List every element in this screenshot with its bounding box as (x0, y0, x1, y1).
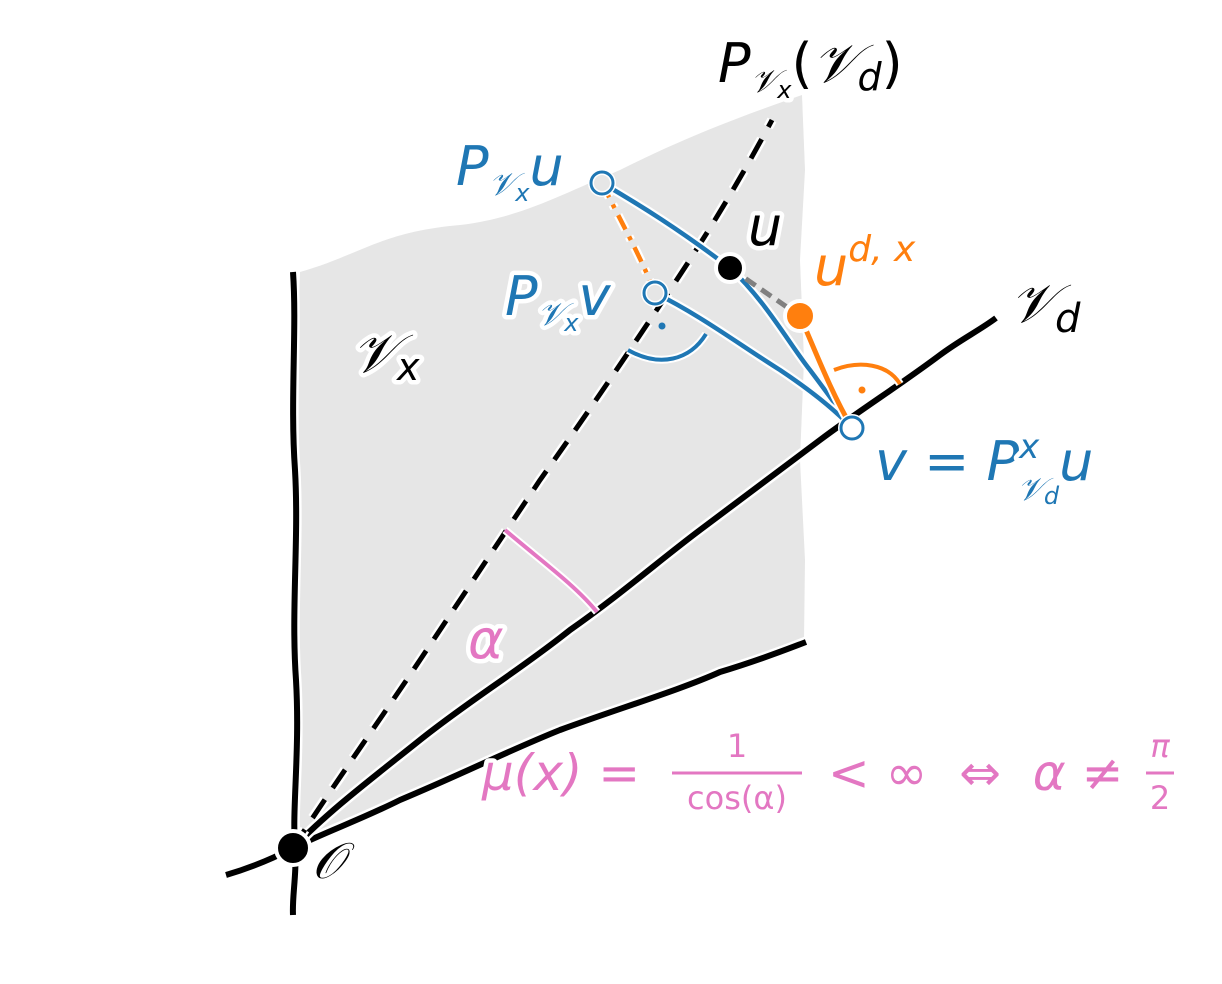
blue-curve-pv-v (654, 290, 854, 430)
label-point-v-sup: x (1018, 427, 1040, 467)
label-point-v-post: u (1059, 430, 1093, 493)
vertical-axis (289, 271, 301, 916)
origin-marker (274, 829, 312, 867)
label-point-ud-main: u (814, 235, 848, 298)
right-angle-dot-v (858, 386, 866, 394)
label-point-pu-post: u (529, 135, 563, 198)
formula-right-numerator: π (1150, 727, 1170, 765)
gray-dashed-u-ud (728, 265, 802, 319)
point-u-marker (714, 252, 746, 284)
line-vd (290, 315, 998, 851)
formula-lhs: μ(x) = (481, 744, 640, 802)
point-pu-marker (589, 170, 615, 196)
formula-mid: < ∞ ⇔ α ≠ (812, 744, 1139, 802)
label-point-v-pre: v = P (875, 430, 1020, 493)
right-angle-marker-pv (627, 332, 708, 362)
label-point-pv-subsub: x (563, 309, 579, 337)
label-point-v-subsub: d (1044, 482, 1060, 510)
formula: μ(x) = 1 cos(α) < ∞ ⇔ α ≠ π 2 (477, 724, 1174, 820)
label-dashed-line-subsub: x (776, 76, 792, 104)
label-dashed-line-argsub: d (858, 55, 883, 99)
blue-curve-pu-u (600, 181, 732, 270)
right-angle-marker-v (833, 362, 902, 386)
label-point-ud-sup: d, x (848, 229, 916, 270)
formula-right-denominator: 2 (1150, 779, 1170, 817)
label-point-pv-post: v (578, 265, 611, 328)
label-dashed-line-open: ( (791, 32, 812, 95)
label-angle-alpha: α (468, 608, 504, 671)
right-angle-dot-pv (658, 322, 666, 330)
label-point-pv-p: P (505, 265, 538, 328)
label-point-pu-p: P (456, 135, 489, 198)
formula-fraction-numerator: 1 (727, 727, 747, 765)
dashed-line-projection (290, 118, 775, 850)
point-pv-marker (642, 280, 668, 306)
point-v-marker (839, 415, 865, 441)
label-dashed-line-close: ) (882, 32, 903, 95)
point-ud-marker (783, 299, 817, 333)
label-line-vd-sub: d (1055, 296, 1081, 342)
label-point-u: u (748, 195, 782, 258)
angle-alpha-arc (503, 528, 599, 614)
label-point-ud: ud, x (814, 229, 916, 298)
formula-fraction-denominator: cos(α) (687, 779, 787, 817)
label-point-pv: P𝒱xv (505, 265, 611, 337)
label-origin: 𝒪 (312, 832, 355, 890)
label-dashed-line: P𝒱x(𝒱d) (718, 32, 903, 104)
label-dashed-line-p: P (718, 32, 751, 95)
label-point-pu: P𝒱xu (456, 135, 564, 207)
label-line-vd: 𝒱d (1010, 272, 1081, 342)
label-plane-vx-sub: x (396, 345, 420, 389)
label-point-pu-subsub: x (514, 179, 530, 207)
label-plane-vx: 𝒱x (352, 322, 420, 389)
